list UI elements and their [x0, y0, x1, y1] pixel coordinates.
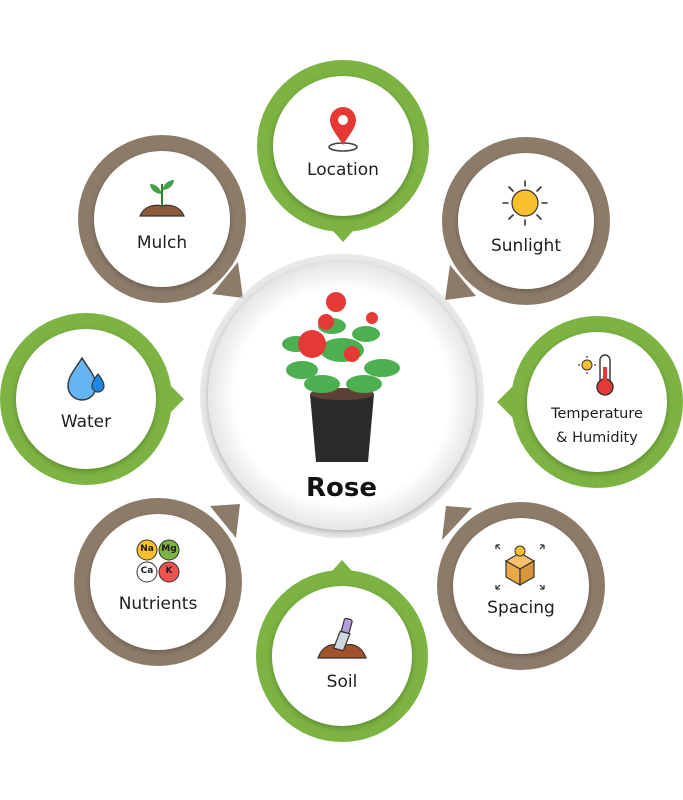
mulch-sprout-icon: [139, 180, 185, 217]
label-water: Water: [60, 412, 112, 432]
nutrients-icon: [136, 539, 180, 583]
label-mulch: Mulch: [136, 233, 188, 253]
ring-temperature: [497, 316, 683, 488]
label-sunlight: Sunlight: [490, 236, 562, 256]
ring-spacing: [437, 502, 605, 670]
rose-plant-image: [282, 292, 400, 462]
center-title-rose: Rose: [306, 473, 377, 503]
label-location: Location: [307, 160, 379, 180]
nutrient-mg: Mg: [161, 544, 177, 554]
label-soil: Soil: [326, 672, 358, 692]
water-drop-icon: [67, 356, 105, 401]
label-temperature-line2: & Humidity: [556, 430, 638, 446]
thermometer-icon: [578, 354, 614, 396]
label-nutrients: Nutrients: [118, 594, 198, 614]
trowel-soil-icon: [317, 617, 367, 659]
ring-sunlight: [442, 137, 610, 305]
nutrient-na: Na: [140, 544, 154, 554]
ring-nutrients: [74, 498, 242, 666]
ring-mulch: [78, 135, 246, 303]
nutrient-ca: Ca: [140, 566, 154, 576]
sun-icon: [502, 180, 548, 226]
location-pin-icon: [328, 107, 358, 152]
ring-water: [0, 313, 184, 485]
label-spacing: Spacing: [487, 598, 555, 618]
box-spacing-icon: [495, 544, 545, 590]
nutrient-k: K: [165, 566, 173, 576]
ring-location: [257, 60, 429, 242]
label-temperature-line1: Temperature: [551, 406, 643, 422]
